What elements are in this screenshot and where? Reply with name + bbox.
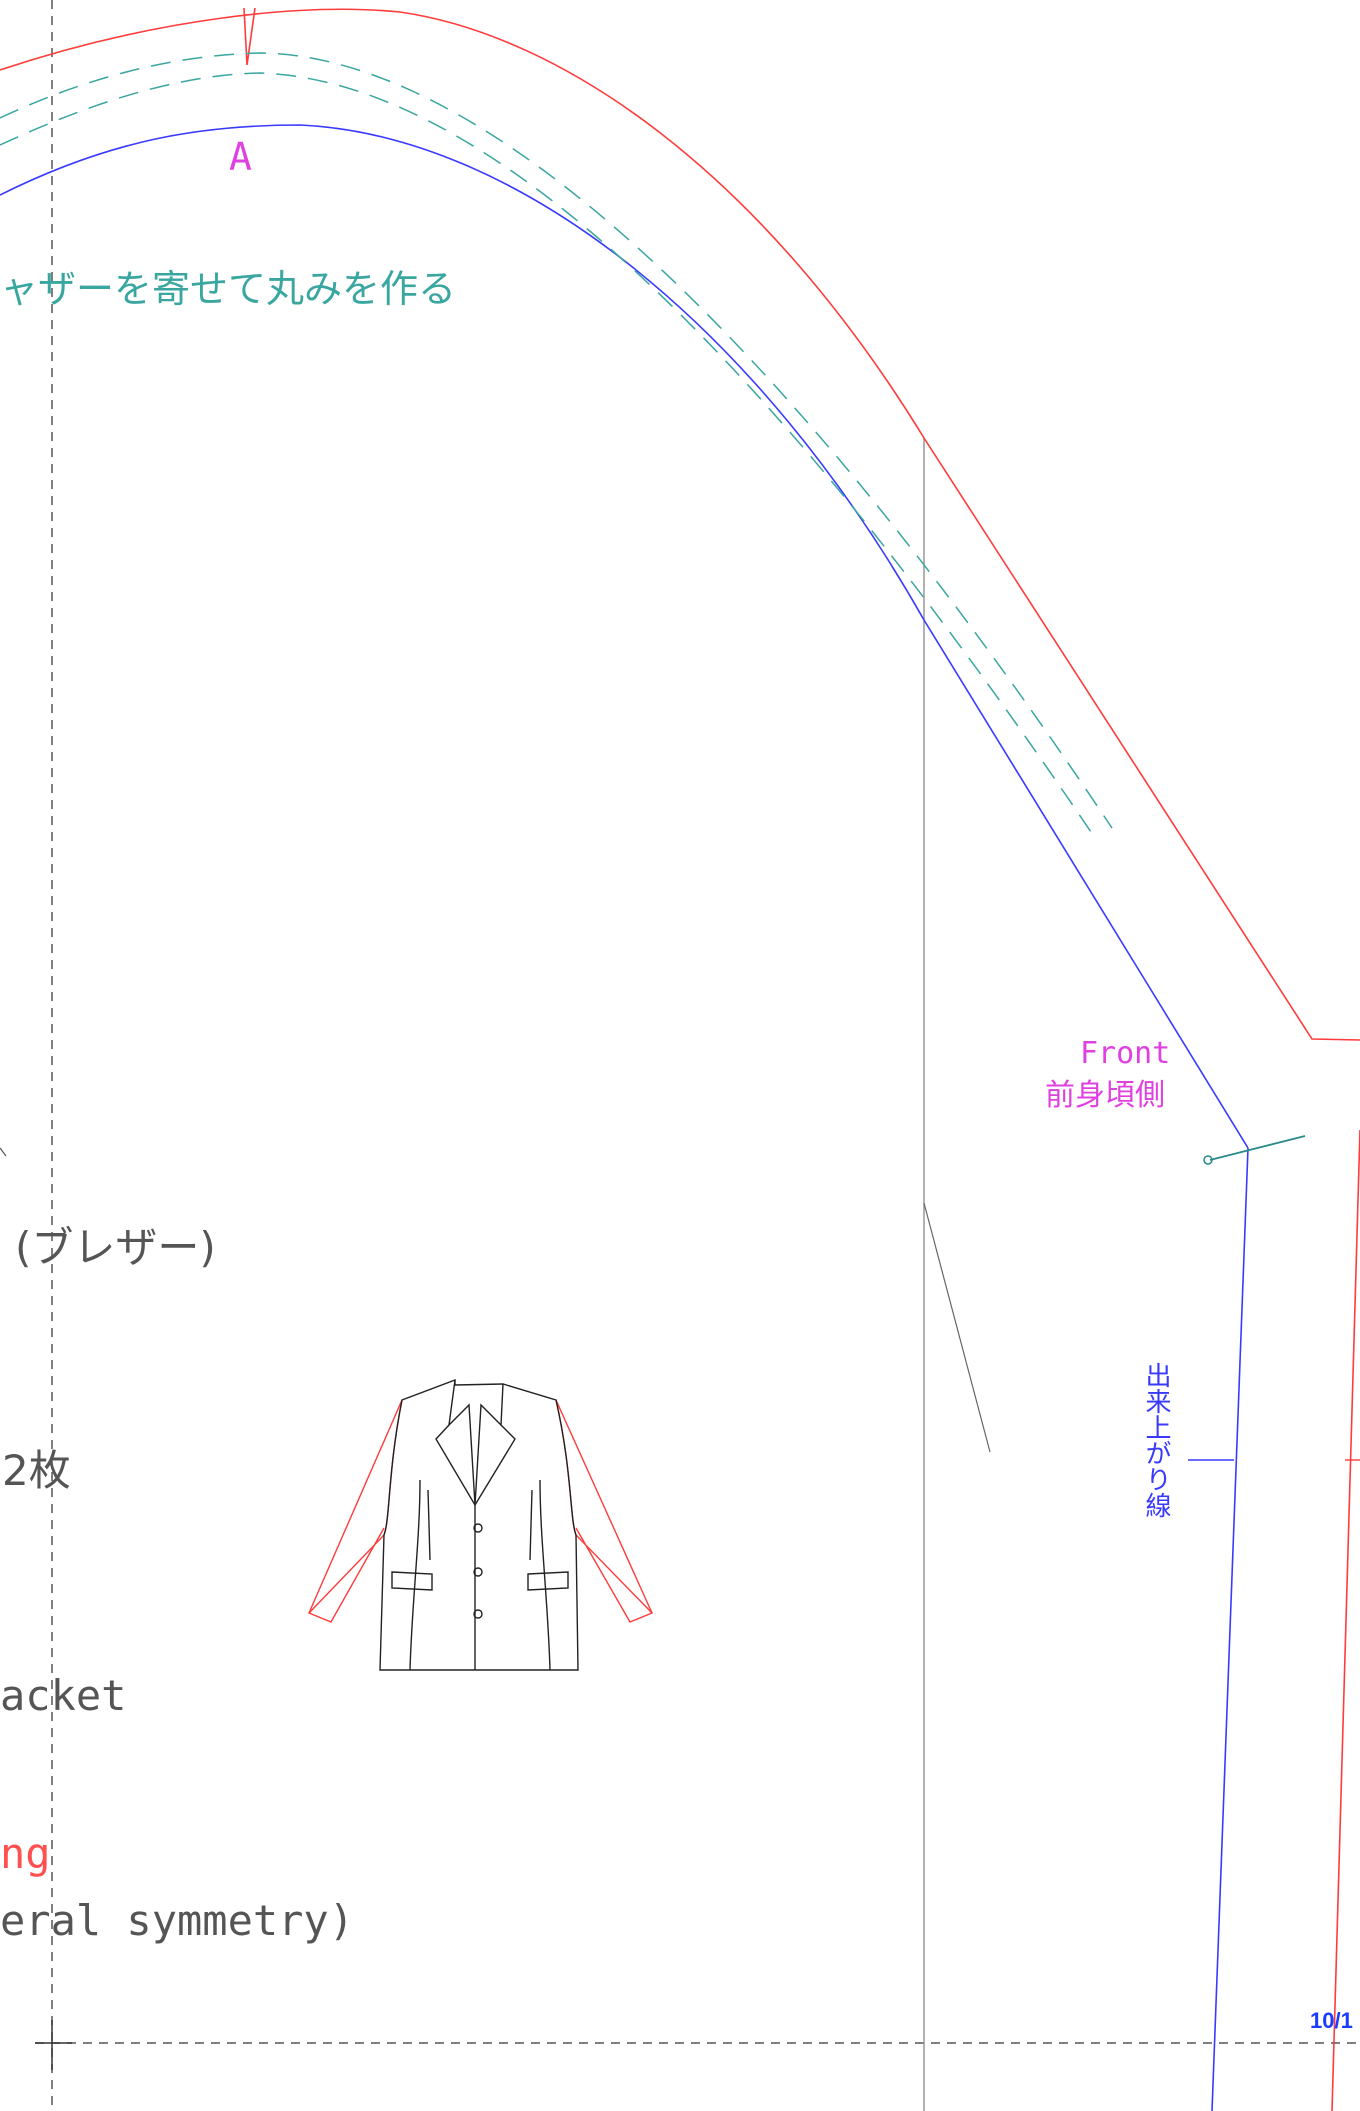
finished-line-side [1211, 1147, 1249, 2111]
right-pocket-flap [527, 1571, 569, 1591]
left-pocket-flap [391, 1571, 433, 1591]
edge-tick [0, 1147, 7, 1157]
right-lapel [474, 1424, 516, 1506]
right-sleeve-outer [555, 1399, 653, 1614]
cut-line-right [1331, 1129, 1360, 2111]
point-a-label: A [229, 135, 252, 179]
front-label: Front [1080, 1036, 1170, 1071]
left-dart [427, 1489, 431, 1561]
red-partial: ng [0, 1829, 51, 1878]
symmetry-partial: eral symmetry) [0, 1896, 354, 1945]
front-label-jp: 前身頃側 [1045, 1078, 1165, 1113]
slant-guide-line [923, 1202, 991, 1453]
right-dart [529, 1489, 533, 1561]
front-notch-dot [1203, 1155, 1213, 1165]
finished-line-label: 出来上がり線 [1141, 1362, 1171, 1518]
gather-note: ャザーを寄せて丸みを作る [0, 267, 456, 311]
right-princess-seam [539, 1479, 551, 1671]
left-lapel [435, 1424, 476, 1506]
front-notch-marker [1209, 1135, 1306, 1161]
finished-line [0, 124, 1249, 1149]
button-1 [473, 1523, 483, 1533]
left-princess-seam [409, 1479, 421, 1671]
page-number: 10/1 [1310, 2008, 1353, 2033]
count-partial: 2枚 [2, 1446, 71, 1495]
button-3 [473, 1609, 483, 1619]
cut-line [0, 8, 1360, 1041]
jacket-illustration [307, 1378, 654, 1671]
left-sleeve-outer [308, 1399, 403, 1614]
collar [448, 1379, 504, 1506]
gather-stitch-line-1 [0, 52, 1113, 829]
title-partial: (ブレザー) [15, 1223, 216, 1272]
notch-mark [243, 7, 256, 66]
item-partial: acket [0, 1671, 126, 1720]
button-2 [473, 1567, 483, 1577]
gather-stitch-line-2 [0, 72, 1096, 839]
jacket-body [379, 1378, 579, 1671]
